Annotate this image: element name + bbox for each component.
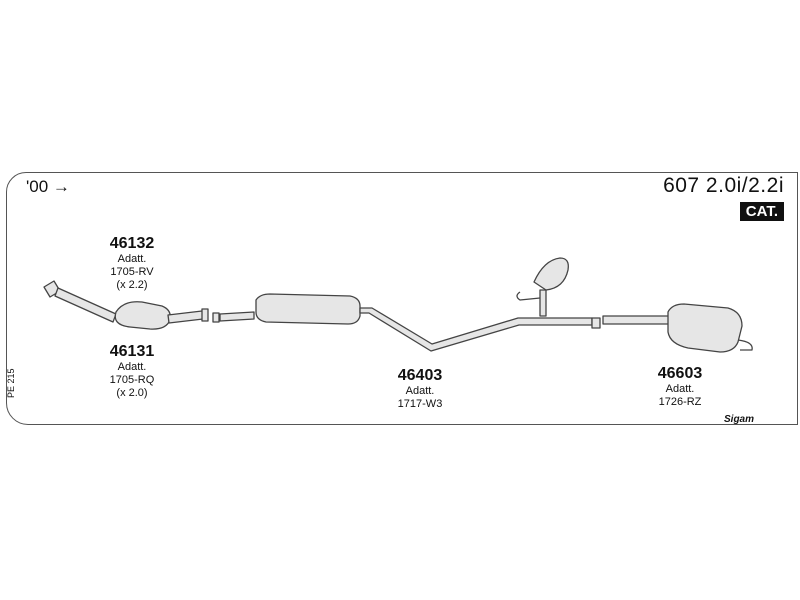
- part-46403: 46403 Adatt. 1717-W3: [388, 366, 452, 411]
- rear-silencer: [591, 303, 753, 353]
- diagram-frame: [6, 172, 798, 425]
- part-variant: (x 2.2): [116, 279, 148, 291]
- cat-badge: CAT.: [739, 202, 784, 221]
- part-adapter-label: Adatt.: [405, 385, 435, 397]
- part-46603: 46603 Adatt. 1726-RZ: [648, 364, 712, 409]
- part-adapter-code: 1705-RV: [110, 266, 154, 278]
- hanger-bracket: [516, 257, 569, 317]
- brand-logo: Sigam: [724, 414, 755, 425]
- front-pipe-catalyst: [43, 280, 209, 330]
- year-text: '00: [26, 177, 49, 196]
- side-code: PE 215: [6, 368, 16, 398]
- part-number: 46132: [109, 235, 155, 252]
- part-adapter-label: Adatt.: [117, 361, 147, 373]
- part-46132: 46132 Adatt. 1705-RV (x 2.2): [100, 234, 164, 292]
- part-variant: (x 2.0): [116, 387, 148, 399]
- part-number: 46603: [657, 365, 703, 382]
- part-adapter-code: 1705-RQ: [109, 374, 155, 386]
- part-adapter-label: Adatt.: [117, 253, 147, 265]
- part-adapter-code: 1717-W3: [397, 398, 443, 410]
- year-label: '00 →: [26, 177, 70, 197]
- part-number: 46131: [109, 343, 155, 360]
- part-number: 46403: [397, 367, 443, 384]
- intermediate-pipe-silencer: [212, 293, 593, 352]
- model-title: 607 2.0i/2.2i: [663, 174, 784, 197]
- part-adapter-code: 1726-RZ: [658, 396, 702, 408]
- part-46131: 46131 Adatt. 1705-RQ (x 2.0): [100, 342, 164, 400]
- arrow-right-icon: →: [52, 177, 70, 196]
- part-adapter-label: Adatt.: [665, 383, 695, 395]
